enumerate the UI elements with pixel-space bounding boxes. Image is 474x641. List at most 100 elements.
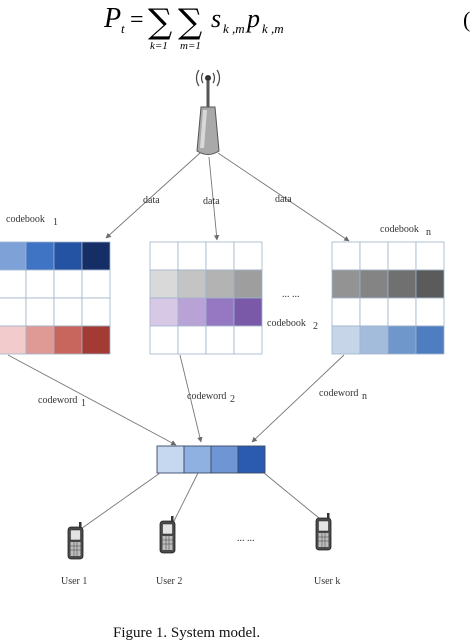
codebook-n-cell [415, 269, 445, 299]
codebook-2-cell [205, 269, 235, 299]
eq-equals: = [130, 7, 144, 33]
base-station-icon [195, 69, 221, 155]
data-arrow-3 [217, 152, 350, 242]
user-k-phone-icon [315, 513, 332, 551]
codebook-n-cell [387, 325, 417, 355]
codebook-1-cell [0, 297, 27, 327]
codebook-n-grid [331, 241, 445, 355]
codebook-n-cell [359, 297, 389, 327]
codebook-1-cell [25, 297, 55, 327]
codeword-arrow-2 [179, 354, 203, 443]
codebook-n-cell [331, 269, 361, 299]
data-label-3: data [275, 194, 292, 205]
codebook-2-cell [149, 269, 179, 299]
eq-sum-1-lower: k=1 [150, 40, 168, 52]
svg-text:codeword: codeword [38, 395, 77, 406]
codebook-n-cell [415, 297, 445, 327]
codebook-n-cell [359, 269, 389, 299]
codebook-1-cell [25, 241, 55, 271]
user-2-phone-icon [159, 516, 176, 554]
codebook-n-cell [359, 325, 389, 355]
data-arrows: data data data [105, 152, 350, 242]
superimposed-codeword-cell [156, 445, 185, 474]
codebook-2-cell [233, 325, 263, 355]
eq-term-p: p [245, 4, 260, 33]
codebook-1-cell [0, 241, 27, 271]
codeword-2-label: codeword 2 [187, 391, 235, 405]
svg-text:codebook: codebook [6, 214, 45, 225]
codebook-2-cell [149, 297, 179, 327]
codebook-1-cell [81, 297, 111, 327]
codebook-1-cell [53, 325, 83, 355]
codebook-1-cell [53, 241, 83, 271]
codebook-1-cell [25, 269, 55, 299]
user-1-phone-icon [67, 522, 84, 560]
svg-text:1: 1 [53, 217, 58, 228]
codebook-2-cell [149, 241, 179, 271]
codebook-1-cell [0, 269, 27, 299]
codebook-1-grid [0, 241, 111, 355]
codebook-n-cell [359, 241, 389, 271]
user-k-link [263, 472, 326, 524]
codebook-1-cell [81, 325, 111, 355]
codebook-n-cell [387, 297, 417, 327]
svg-text:codebook: codebook [267, 318, 306, 329]
eq-sum-2: ∑ [178, 2, 202, 42]
eq-term-s-subscript: k ,m [223, 21, 245, 36]
codebook-2-cell [177, 325, 207, 355]
codebook-2-cell [177, 297, 207, 327]
data-arrow-2 [208, 156, 220, 241]
user-2-label: User 2 [156, 576, 182, 587]
eq-term-s: s [211, 4, 221, 33]
eq-lhs-subscript: t [121, 21, 125, 36]
figure-caption: Figure 1. System model. [113, 625, 260, 641]
codebook-n-cell [331, 325, 361, 355]
eq-term-p-subscript: k ,m [262, 21, 284, 36]
codebook-2-cell [149, 325, 179, 355]
codebook-2-cell [177, 269, 207, 299]
codebook-n-cell [415, 325, 445, 355]
eq-sum-2-lower: m=1 [180, 40, 201, 52]
codebook-1-cell [81, 269, 111, 299]
codebook-2-cell [233, 269, 263, 299]
user-2-link [171, 472, 199, 526]
codebook-1-cell [25, 325, 55, 355]
codeword-n-label: codeword n [319, 388, 367, 402]
codebook-2-grid [149, 241, 263, 355]
codebook-2-cell [233, 241, 263, 271]
svg-text:n: n [362, 391, 367, 402]
user-1-link [77, 472, 161, 532]
codebook-n-cell [387, 269, 417, 299]
data-arrow-1 [105, 152, 201, 239]
svg-text:codeword: codeword [187, 391, 226, 402]
codebook-n-cell [331, 297, 361, 327]
user-k-label: User k [314, 576, 340, 587]
codeword-1-label: codeword 1 [38, 395, 86, 409]
eq-sum-1: ∑ [148, 2, 172, 42]
data-label-2: data [203, 196, 220, 207]
codebook-ellipsis: ... ... [282, 289, 300, 300]
superimposed-codeword-cell [183, 445, 212, 474]
codebook-1-cell [53, 297, 83, 327]
codebook-n-cell [387, 241, 417, 271]
codebook-2-label: codebook 2 [267, 318, 318, 332]
svg-text:codebook: codebook [380, 224, 419, 235]
eq-number-fragment: ( [463, 7, 470, 32]
codebook-1-label: codebook 1 [6, 214, 58, 228]
users-ellipsis: ... ... [237, 533, 255, 544]
codeword-arrow-n [251, 354, 345, 443]
codebook-2-cell [205, 241, 235, 271]
codebook-n-cell [415, 241, 445, 271]
codebook-2-cell [177, 241, 207, 271]
data-label-1: data [143, 195, 160, 206]
codeword-arrow-1 [7, 354, 177, 446]
user-1-label: User 1 [61, 576, 87, 587]
user-links [77, 472, 326, 532]
codebook-1-cell [81, 241, 111, 271]
svg-text:2: 2 [230, 394, 235, 405]
codeword-arrows [7, 354, 345, 446]
svg-text:1: 1 [81, 398, 86, 409]
codebook-1-cell [0, 325, 27, 355]
codebook-1-cell [53, 269, 83, 299]
